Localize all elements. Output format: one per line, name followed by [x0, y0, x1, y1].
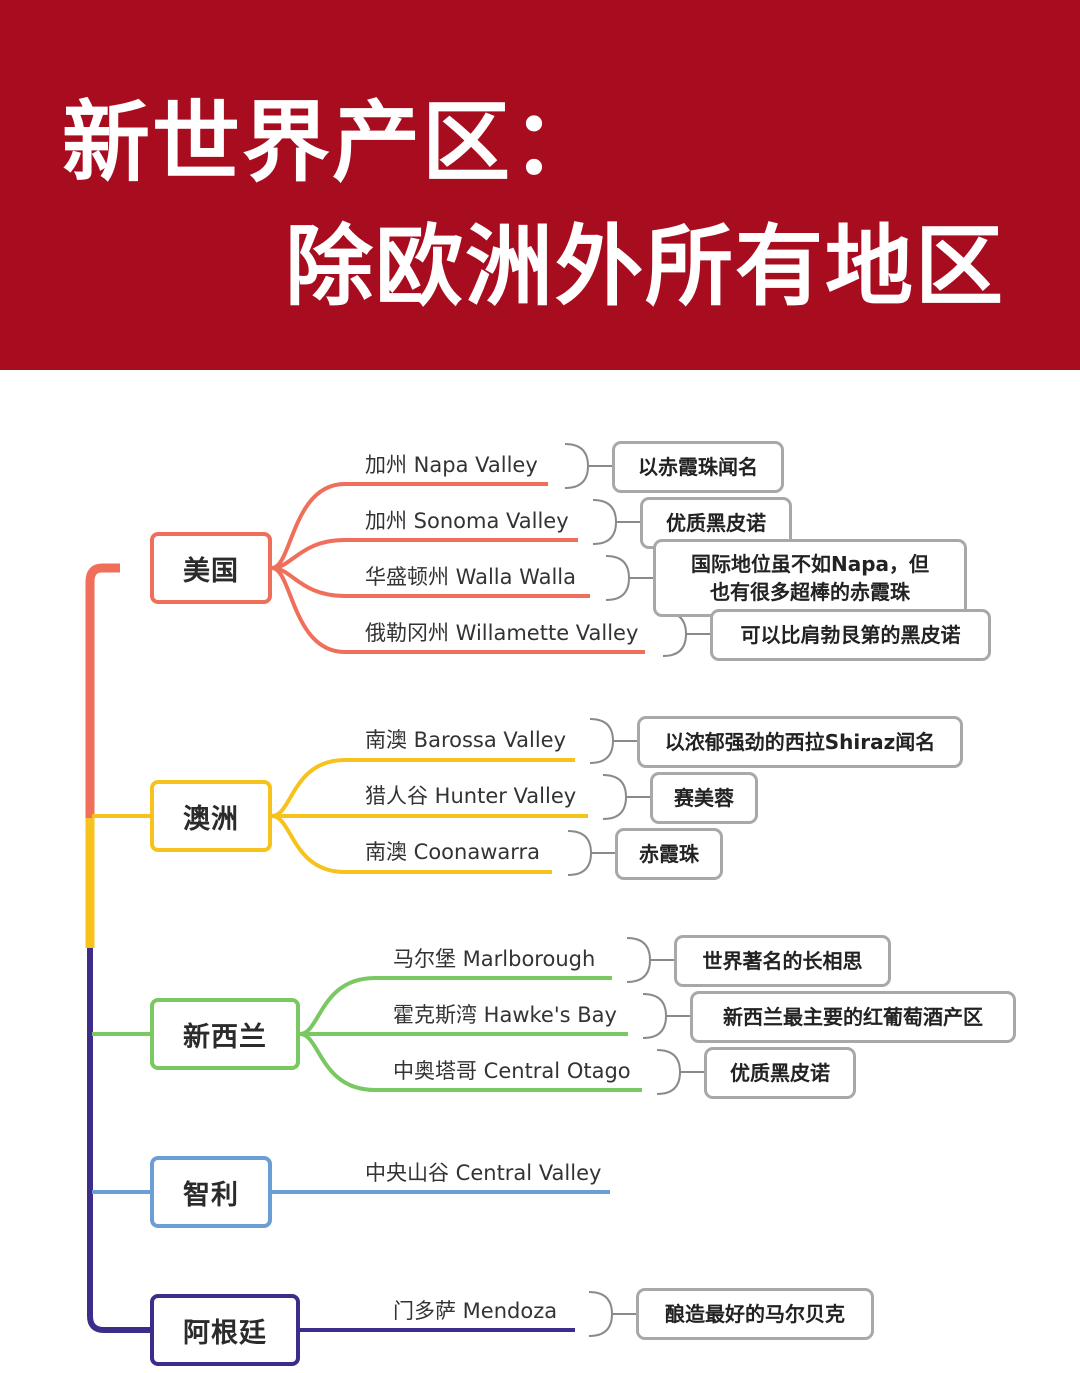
region-usa: 美国 — [150, 532, 272, 604]
branches-australia — [271, 758, 588, 874]
note-walla-walla-line2: 也有很多超棒的赤霞珠 — [710, 580, 910, 604]
subregion-willamette: 俄勒冈州 Willamette Valley — [365, 621, 639, 645]
note-barossa: 以浓郁强劲的西拉Shiraz闻名 — [637, 716, 963, 768]
note-hunter: 赛美蓉 — [650, 772, 758, 824]
subregion-hawkes-bay: 霍克斯湾 Hawke's Bay — [393, 1003, 617, 1027]
note-hawkes-bay: 新西兰最主要的红葡萄酒产区 — [690, 991, 1016, 1043]
region-argentina: 阿根廷 — [150, 1294, 300, 1366]
subregion-barossa: 南澳 Barossa Valley — [365, 728, 567, 752]
note-walla-walla: 国际地位虽不如Napa，但 也有很多超棒的赤霞珠 — [653, 539, 967, 617]
branches-usa — [271, 482, 645, 654]
subregion-marlborough: 马尔堡 Marlborough — [393, 947, 596, 971]
region-new-zealand: 新西兰 — [150, 998, 300, 1070]
subregion-central-valley: 中央山谷 Central Valley — [365, 1161, 602, 1185]
subregion-walla-walla: 华盛顿州 Walla Walla — [365, 565, 577, 589]
note-coonawarra: 赤霞珠 — [615, 828, 723, 880]
page-title-line2: 除欧洲外所有地区 — [285, 215, 1006, 318]
note-marlborough: 世界著名的长相思 — [674, 935, 891, 987]
subregion-sonoma: 加州 Sonoma Valley — [365, 509, 569, 533]
subregion-napa: 加州 Napa Valley — [365, 453, 538, 477]
subregion-hunter: 猎人谷 Hunter Valley — [365, 784, 577, 808]
branches-nz — [299, 976, 642, 1092]
header-banner: 新世界产区： 除欧洲外所有地区 — [0, 0, 1080, 370]
subregion-central-otago: 中奥塔哥 Central Otago — [393, 1059, 631, 1083]
note-willamette: 可以比肩勃艮第的黑皮诺 — [710, 609, 991, 661]
trunk-usa — [85, 563, 120, 818]
note-napa: 以赤霞珠闻名 — [612, 441, 784, 493]
region-australia: 澳洲 — [150, 780, 272, 852]
page-title-line1: 新世界产区： — [62, 91, 603, 194]
subregion-mendoza: 门多萨 Mendoza — [393, 1299, 558, 1323]
note-mendoza: 酿造最好的马尔贝克 — [636, 1288, 874, 1340]
region-chile: 智利 — [150, 1156, 272, 1228]
note-central-otago: 优质黑皮诺 — [704, 1047, 856, 1099]
note-brackets — [564, 443, 710, 1337]
trunk-argentina — [87, 948, 150, 1333]
note-walla-walla-line1: 国际地位虽不如Napa，但 — [690, 552, 930, 576]
mind-map-connectors — [85, 443, 710, 1337]
subregion-coonawarra: 南澳 Coonawarra — [365, 840, 541, 864]
